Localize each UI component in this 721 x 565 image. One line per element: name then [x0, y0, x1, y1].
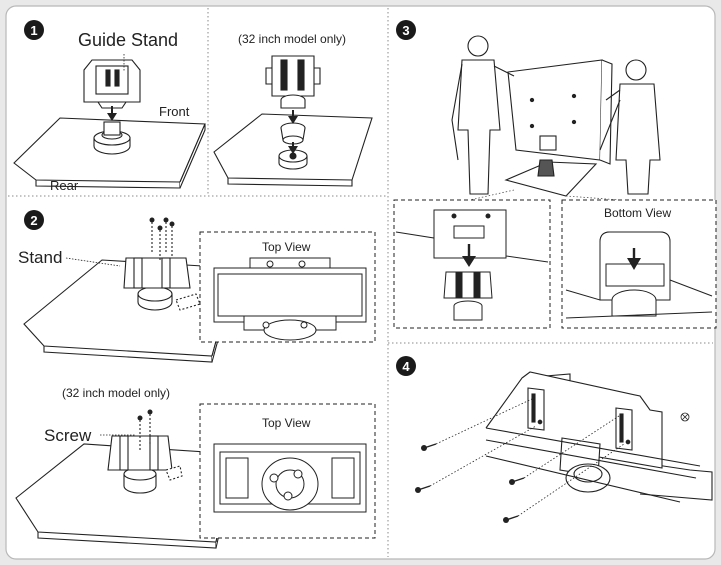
screw-lines [429, 397, 625, 517]
label-guide-stand: Guide Stand [78, 30, 179, 50]
guide-stand-drawing [13, 59, 206, 189]
label-top-view-1: Top View [262, 240, 311, 254]
step-3-badge: 3 [396, 20, 416, 40]
top-view-2-drawing [213, 443, 367, 513]
step-1-badge: 1 [24, 20, 44, 40]
label-screw: Screw [44, 426, 92, 445]
label-stand: Stand [18, 248, 63, 267]
step-4-badge: 4 [396, 356, 416, 376]
top-view-1-drawing [213, 257, 367, 341]
label-top-view-2: Top View [262, 416, 311, 430]
screw-heads-top [149, 217, 175, 231]
arrow-head [107, 113, 117, 121]
stand-leader [65, 257, 121, 267]
left-detail-drawing [395, 209, 549, 321]
label-32-inch-1: (32 inch model only) [238, 32, 347, 46]
label-32-inch-2: (32 inch model only) [62, 386, 171, 400]
stand-screws [151, 222, 173, 260]
panel-dividers [8, 8, 713, 557]
screw-32 [139, 414, 151, 450]
label-bottom-view: Bottom View [604, 206, 672, 220]
stand-32-drawing [15, 435, 237, 549]
label-rear: Rear [50, 178, 79, 193]
step-2-badge: 2 [24, 210, 44, 230]
tv-installation-scene [451, 35, 661, 197]
label-front: Front [159, 104, 190, 119]
